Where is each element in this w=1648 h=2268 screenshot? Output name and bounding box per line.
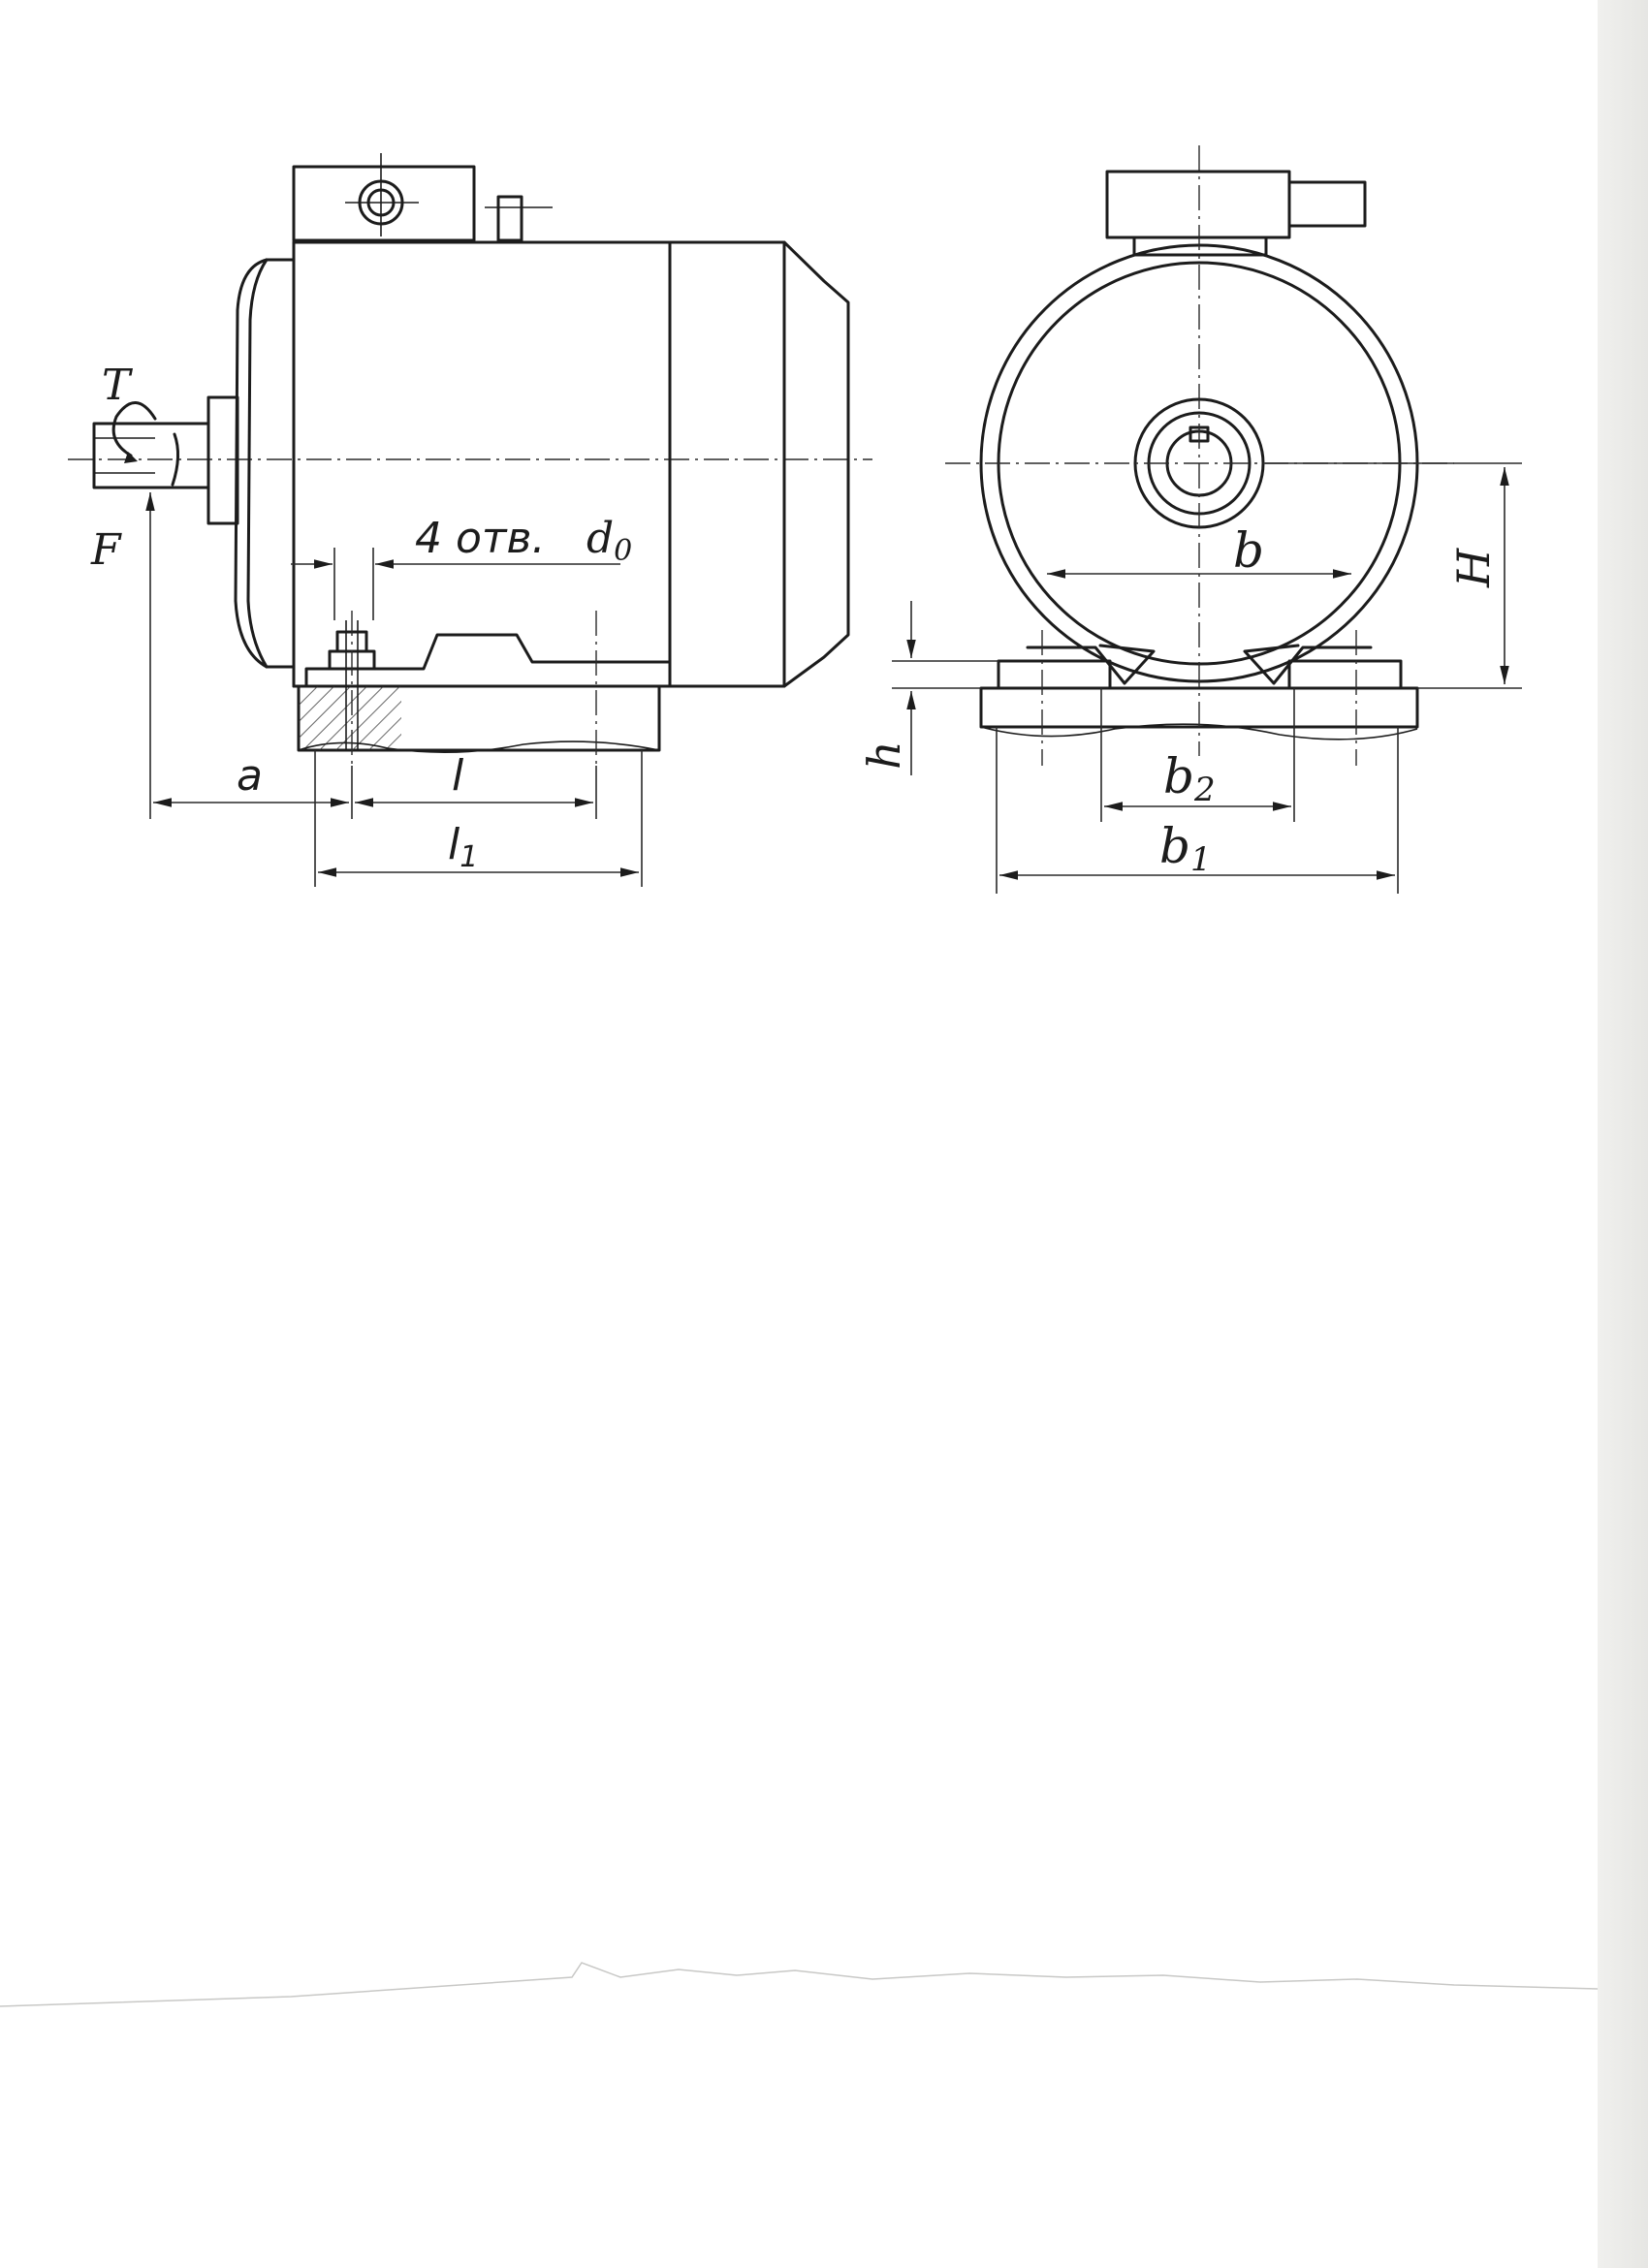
motor-foot <box>304 633 672 688</box>
terminal-box <box>292 165 476 242</box>
label-hole-diameter: d0 <box>586 514 632 568</box>
label-l1: l1 <box>448 820 478 874</box>
label-force: F <box>90 525 122 575</box>
front-break-line <box>980 723 1418 740</box>
base-break-line <box>298 740 660 753</box>
label-H: H <box>1447 548 1500 588</box>
torn-paper-edge <box>0 1962 1599 2007</box>
label-h: h <box>858 740 910 770</box>
shaft <box>92 422 210 489</box>
label-b1: b1 <box>1159 818 1212 879</box>
label-b2: b2 <box>1163 748 1216 809</box>
motor-housing <box>292 240 850 688</box>
label-a: a <box>237 751 263 801</box>
front-foot-left <box>1026 644 1156 685</box>
front-cable-stub <box>1287 180 1367 228</box>
front-foot-right <box>1243 644 1373 685</box>
front-end-shield <box>234 258 296 669</box>
front-view: b b2 b1 H h <box>858 145 1522 894</box>
label-holes: 4 отв. <box>415 514 545 563</box>
side-view: T F 4 отв. d0 a l l1 <box>68 153 872 887</box>
label-b: b <box>1233 522 1264 579</box>
scan-shadow <box>1598 0 1648 2268</box>
front-terminal-box <box>1105 170 1291 239</box>
label-l: l <box>452 751 464 801</box>
torque-arc <box>111 401 157 457</box>
bearing-cap <box>206 395 239 525</box>
label-torque: T <box>102 361 134 410</box>
cable-stub <box>496 195 523 242</box>
end-shield-inner <box>246 258 269 669</box>
base-section-hatch <box>299 686 401 750</box>
